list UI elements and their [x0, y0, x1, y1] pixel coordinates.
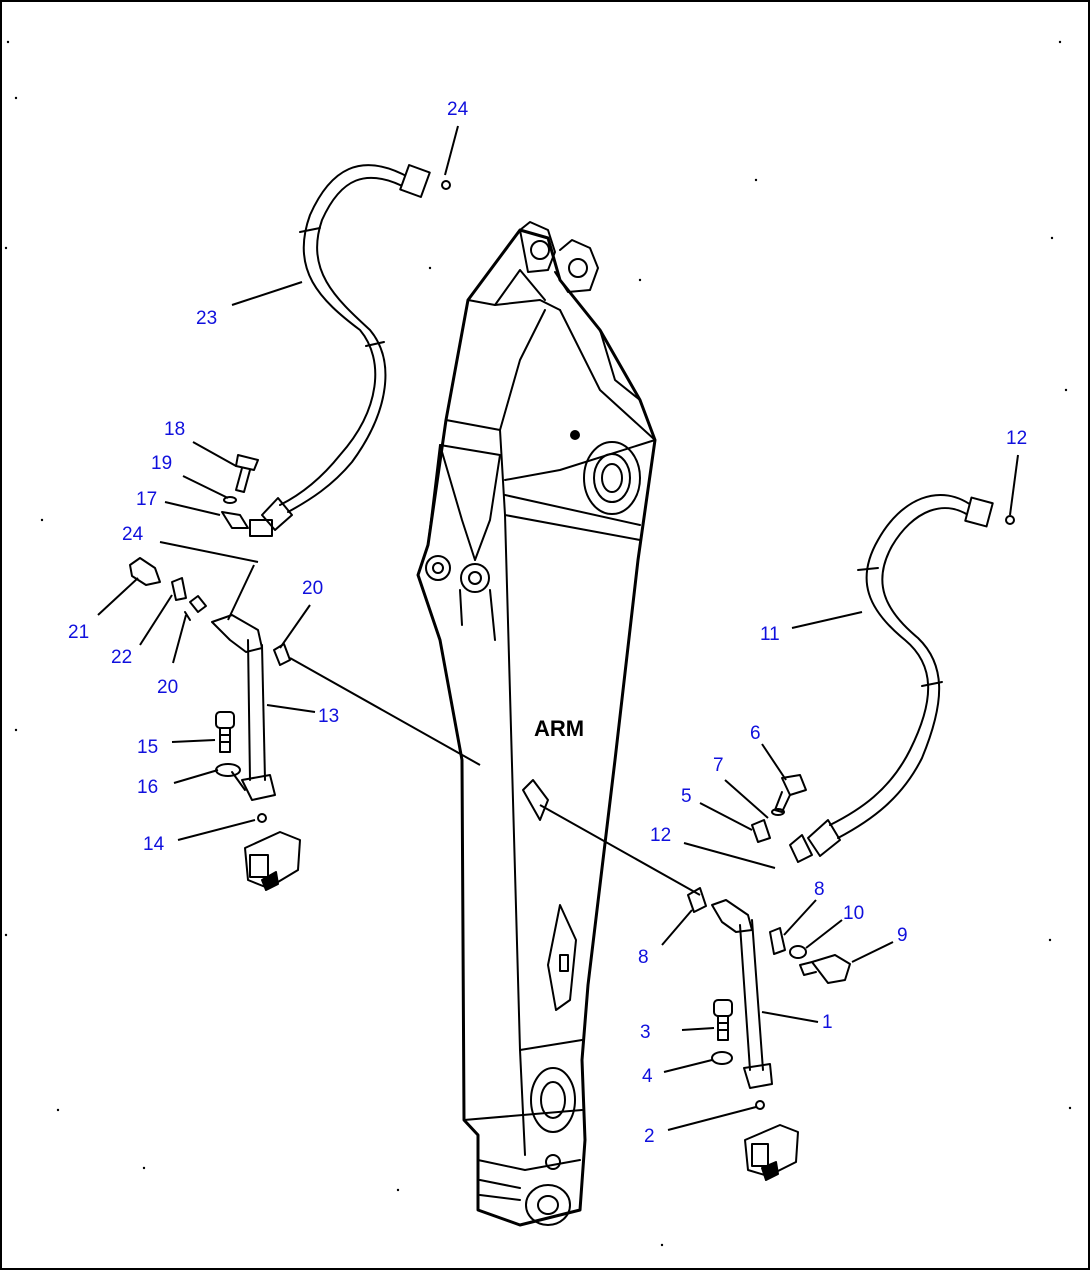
callout-7: 7 [713, 755, 724, 776]
callout-16: 16 [137, 777, 158, 798]
bolt-15 [215, 711, 235, 753]
callout-6: 6 [750, 723, 761, 744]
small-parts-right [687, 774, 807, 959]
callout-18: 18 [164, 419, 185, 440]
callout-15: 15 [137, 737, 158, 758]
callout-19: 19 [151, 453, 172, 474]
callout-22: 22 [111, 647, 132, 668]
callout-3: 3 [640, 1022, 651, 1043]
callout-12-lower: 12 [650, 825, 671, 846]
washer-4 [711, 1051, 733, 1065]
fitting-14 [244, 813, 301, 891]
callout-5: 5 [681, 786, 692, 807]
callout-11: 11 [760, 624, 780, 645]
callout-10: 10 [843, 903, 864, 924]
callout-13: 13 [318, 706, 339, 727]
callout-8-right: 8 [814, 879, 825, 900]
callout-12-top: 12 [1006, 428, 1027, 449]
callout-23: 23 [196, 308, 217, 329]
callout-20-left: 20 [157, 677, 178, 698]
callout-8-left: 8 [638, 947, 649, 968]
callout-21: 21 [68, 622, 89, 643]
leader-lines [97, 125, 1019, 1131]
bolt-18 [235, 454, 259, 493]
callout-labels: 24 23 18 19 17 24 21 22 20 20 13 15 16 1… [68, 99, 1027, 1147]
arm-body: ARM [416, 221, 657, 1227]
callout-4: 4 [642, 1066, 653, 1087]
callout-2: 2 [644, 1126, 655, 1147]
callout-1: 1 [822, 1012, 833, 1033]
callout-14: 14 [143, 834, 165, 855]
callout-20-right: 20 [302, 578, 323, 599]
scan-dots [4, 40, 1072, 1247]
callout-24: 24 [447, 99, 469, 120]
hose-11 [789, 493, 994, 863]
hose-23 [249, 164, 431, 537]
callout-24-lower: 24 [122, 524, 144, 545]
arm-label: ARM [534, 716, 584, 741]
fitting-2 [744, 1100, 799, 1181]
callout-9: 9 [897, 925, 908, 946]
bolt-9 [799, 954, 851, 984]
tube-1 [711, 899, 773, 1089]
small-parts-left [129, 180, 1015, 666]
washer-16 [215, 763, 241, 777]
bolt-3 [713, 999, 733, 1041]
callout-17: 17 [136, 489, 157, 510]
tube-13 [211, 614, 276, 801]
